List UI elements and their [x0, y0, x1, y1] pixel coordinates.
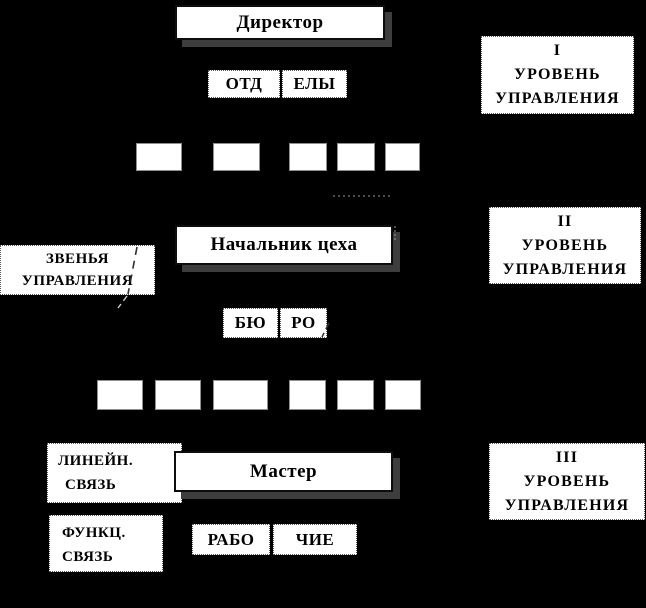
level2-line2: УРОВЕНЬ [521, 237, 609, 254]
management-links-label-box: ЗВЕНЬЯ УПРАВЛЕНИЯ [0, 245, 155, 295]
bureau-cell-left: БЮ [223, 308, 278, 338]
workers-cell-right: ЧИЕ [273, 524, 357, 555]
level3-numeral: III [555, 449, 579, 466]
level2-box: II УРОВЕНЬ УПРАВЛЕНИЯ [489, 207, 641, 284]
master-label: Мастер [249, 460, 318, 482]
level1-box: I УРОВЕНЬ УПРАВЛЕНИЯ [481, 36, 634, 114]
unit-box [289, 143, 327, 171]
unit-box [385, 143, 420, 171]
management-links-line2: УПРАВЛЕНИЯ [21, 273, 134, 289]
level3-line2: УРОВЕНЬ [523, 473, 611, 490]
management-links-leader-light [117, 295, 128, 309]
departments-cell-left: ОТД [208, 70, 280, 98]
bureau-cell-right: РО [280, 308, 327, 338]
unit-box [385, 380, 421, 410]
unit-box [213, 380, 268, 410]
level1-line3: УПРАВЛЕНИЯ [495, 90, 620, 107]
unit-box [213, 143, 260, 171]
unit-box [136, 143, 182, 171]
unit-box [337, 143, 375, 171]
functional-link-line1: ФУНКЦ. [62, 525, 126, 541]
linear-link-line1: ЛИНЕЙН. [58, 453, 134, 469]
workers-left-label: РАБО [207, 529, 255, 549]
master-box: Мастер [174, 451, 393, 492]
director-label: Директор [236, 11, 324, 33]
workers-cell-left: РАБО [192, 524, 270, 555]
shop-manager-box: Начальник цеха [175, 225, 393, 265]
unit-box [289, 380, 326, 410]
shop-manager-label: Начальник цеха [210, 234, 358, 255]
unit-box [97, 380, 143, 410]
linear-link-line2: СВЯЗЬ [65, 477, 117, 493]
level3-box: III УРОВЕНЬ УПРАВЛЕНИЯ [489, 443, 645, 520]
director-box: Директор [175, 5, 385, 40]
level1-line2: УРОВЕНЬ [514, 66, 601, 83]
level3-line3: УПРАВЛЕНИЯ [504, 497, 630, 514]
management-links-line1: ЗВЕНЬЯ [45, 251, 110, 267]
unit-box [155, 380, 201, 410]
departments-right-label: ЕЛЫ [293, 74, 336, 93]
level2-line3: УПРАВЛЕНИЯ [502, 261, 628, 278]
workers-right-label: ЧИЕ [295, 529, 335, 549]
bureau-left-label: БЮ [234, 313, 267, 332]
departments-cell-right: ЕЛЫ [282, 70, 347, 98]
linear-link-label-box: ЛИНЕЙН. СВЯЗЬ [47, 443, 182, 503]
functional-link-label-box: ФУНКЦ. СВЯЗЬ [49, 515, 163, 572]
level2-numeral: II [557, 213, 573, 230]
bureau-right-label: РО [291, 313, 316, 332]
level1-numeral: I [553, 42, 562, 59]
functional-link-line2: СВЯЗЬ [62, 549, 114, 565]
unit-box [337, 380, 374, 410]
departments-left-label: ОТД [225, 74, 263, 93]
